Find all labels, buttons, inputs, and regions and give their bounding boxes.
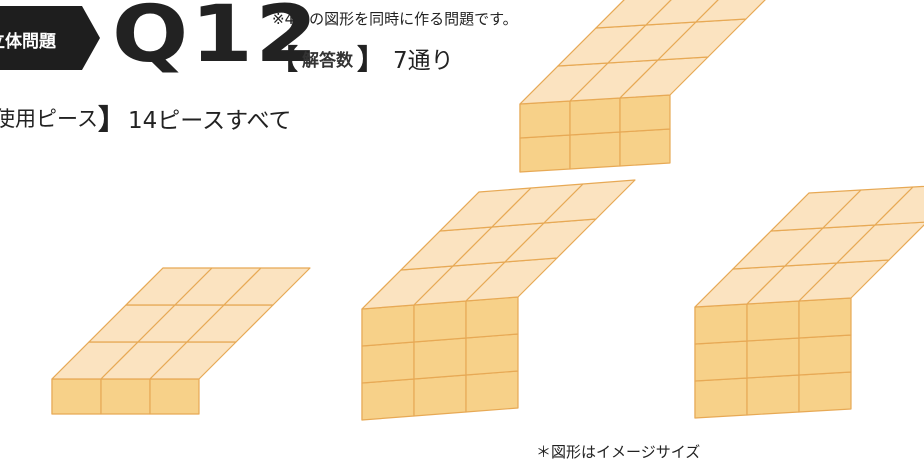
cube-front-face <box>465 333 519 376</box>
cube-front-face <box>149 378 200 415</box>
pieces-used: 使用ピース】14ピースすべて <box>0 98 292 138</box>
cube-top-face <box>695 0 766 23</box>
image-size-caption: ＊図形はイメージサイズ <box>536 443 701 461</box>
pieces-bracket-close: 】 <box>97 103 126 136</box>
cube-front-face <box>361 378 415 421</box>
cube-top-face <box>874 185 924 226</box>
cube-front-face <box>694 340 748 382</box>
answers-value: 7通り <box>393 48 454 74</box>
cube-front-face <box>51 378 102 415</box>
cube-front-face <box>465 296 519 339</box>
bracket-open: 【 <box>270 43 299 76</box>
cube-front-face <box>100 378 151 415</box>
cube-front-face <box>619 128 671 167</box>
cube-front-face <box>519 100 571 139</box>
cube-front-face <box>746 337 800 379</box>
question-number: Q12 <box>112 0 320 80</box>
problem-note: ※4つの図形を同時に作る問題です。 <box>272 10 518 28</box>
cube-top-face <box>595 0 672 29</box>
cube-front-face <box>361 304 415 347</box>
cube-front-face <box>519 134 571 173</box>
cube-front-face <box>746 374 800 416</box>
cube-front-face <box>413 300 467 343</box>
cube-top-face <box>543 179 636 224</box>
cube-front-face <box>746 300 800 342</box>
cube-front-face <box>569 131 621 170</box>
cube-front-face <box>361 341 415 384</box>
cube-front-face <box>413 337 467 380</box>
cube-front-face <box>694 377 748 419</box>
cube-front-face <box>619 94 671 133</box>
cube-front-face <box>798 334 852 376</box>
cube-front-face <box>798 371 852 413</box>
cube-front-face <box>694 303 748 345</box>
answer-count: 【解答数】 7通り <box>270 38 454 78</box>
cube-top-face <box>223 267 311 306</box>
answers-label: 解答数 <box>302 50 354 71</box>
cube-front-face <box>413 374 467 417</box>
category-badge: 立体問題 <box>0 6 100 70</box>
pieces-value: 14ピースすべて <box>127 108 292 134</box>
pieces-label: 使用ピース <box>0 107 98 131</box>
category-label: 立体問題 <box>0 32 56 52</box>
bracket-close: 】 <box>357 43 386 76</box>
cube-front-face <box>465 370 519 413</box>
cube-front-face <box>569 97 621 136</box>
cube-top-face <box>836 221 924 264</box>
cube-top-face <box>645 0 719 26</box>
cube-front-face <box>798 297 852 339</box>
